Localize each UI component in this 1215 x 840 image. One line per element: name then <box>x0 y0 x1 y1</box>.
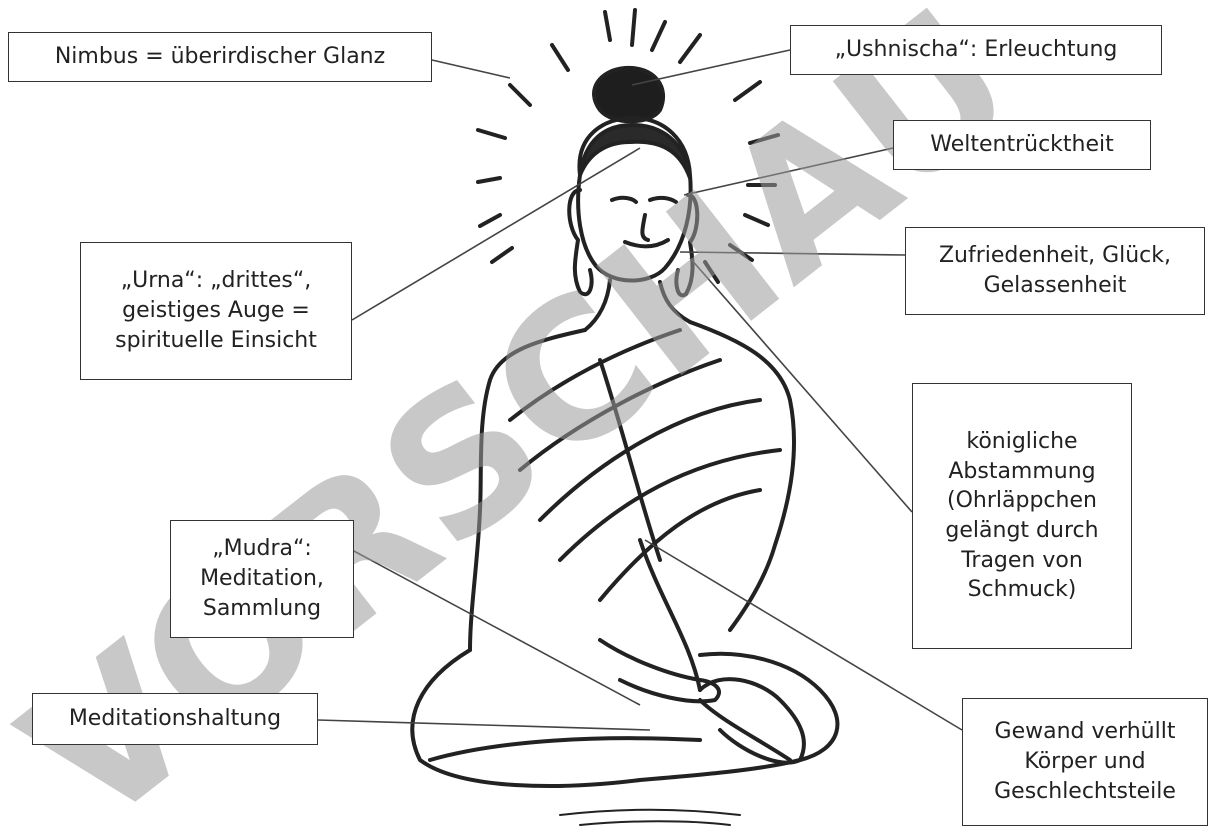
label-urna: „Urna“: „drittes“, geistiges Auge = spir… <box>80 242 352 380</box>
label-mudra: „Mudra“: Meditation, Sammlung <box>170 520 354 638</box>
label-gewand: Gewand verhüllt Körper und Geschlechtste… <box>962 698 1208 826</box>
label-weltentruecktheit: Weltentrücktheit <box>893 120 1151 170</box>
label-nimbus: Nimbus = überirdischer Glanz <box>8 32 432 82</box>
hands <box>600 640 719 701</box>
hair-bun <box>594 68 663 121</box>
label-abstammung: königliche Abstammung (Ohrläppchen gelän… <box>912 383 1132 649</box>
label-ushnischa: „Ushnischa“: Erleuchtung <box>790 25 1162 75</box>
crossed-legs <box>412 650 837 786</box>
label-meditationshaltung: Meditationshaltung <box>32 693 318 745</box>
leader-lines <box>318 50 962 730</box>
label-zufriedenheit: Zufriedenheit, Glück, Gelassenheit <box>905 227 1205 315</box>
body-outline <box>470 330 585 650</box>
foot <box>700 679 804 763</box>
left-ear <box>569 190 591 294</box>
